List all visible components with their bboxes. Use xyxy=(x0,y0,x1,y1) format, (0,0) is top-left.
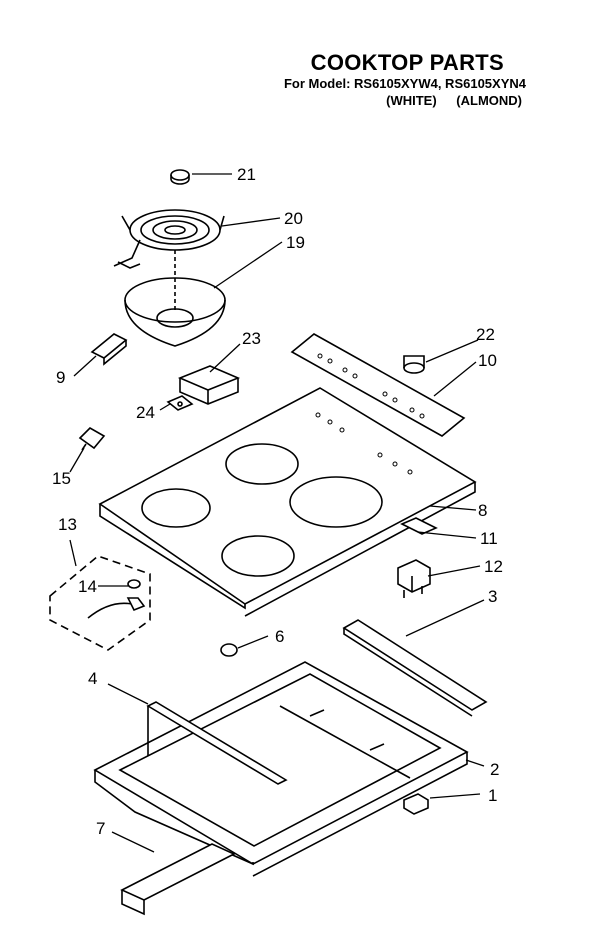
part-14-grommet xyxy=(127,579,141,589)
part-3-rear-bracket xyxy=(342,619,488,717)
part-7-lower-rail xyxy=(120,843,236,916)
part-21-cap xyxy=(170,169,190,185)
part-12-receptacle xyxy=(397,559,431,598)
callout-10: 10 xyxy=(478,351,497,370)
callout-6: 6 xyxy=(275,627,284,646)
callout-21: 21 xyxy=(237,165,256,184)
part-10-control-panel xyxy=(290,333,466,437)
part-1-bracket xyxy=(403,793,429,815)
part-19-drip-bowl xyxy=(124,250,226,347)
part-2-burner-box xyxy=(93,661,469,877)
callout-7: 7 xyxy=(96,819,105,838)
callout-2: 2 xyxy=(490,760,499,779)
part-13-harness xyxy=(49,555,151,651)
page-title: COOKTOP PARTS xyxy=(310,50,504,75)
part-8-cooktop xyxy=(98,387,477,617)
callout-20: 20 xyxy=(284,209,303,228)
callout-24: 24 xyxy=(136,403,155,422)
callout-9: 9 xyxy=(56,368,65,387)
color-variants: (WHITE) (ALMOND) xyxy=(370,93,522,108)
leader-lines xyxy=(69,173,485,853)
callout-15: 15 xyxy=(52,469,71,488)
callout-4: 4 xyxy=(88,669,97,688)
part-23-bracket xyxy=(177,365,241,405)
callout-labels: 21 20 19 9 23 24 15 22 10 8 11 12 13 14 … xyxy=(52,165,503,838)
callout-13: 13 xyxy=(58,515,77,534)
callout-1: 1 xyxy=(488,786,497,805)
variant-white: (WHITE) xyxy=(386,93,437,108)
part-22-knob xyxy=(403,355,425,374)
callout-22: 22 xyxy=(476,325,495,344)
callout-11: 11 xyxy=(480,529,498,548)
part-15-switch xyxy=(78,427,106,451)
callout-3: 3 xyxy=(488,587,497,606)
callout-19: 19 xyxy=(286,233,305,252)
callout-12: 12 xyxy=(484,557,503,576)
part-20-surface-element xyxy=(113,209,225,269)
callout-14: 14 xyxy=(78,577,97,596)
part-4-front-rail xyxy=(146,701,288,785)
part-9-terminal-block xyxy=(90,333,128,366)
part-11-bracket xyxy=(400,517,438,535)
model-line: For Model: RS6105XYW4, RS6105XYN4 xyxy=(283,76,526,91)
callout-23: 23 xyxy=(242,329,261,348)
part-24-clip xyxy=(166,395,194,411)
part-6-grommet xyxy=(220,643,238,657)
callout-8: 8 xyxy=(478,501,487,520)
variant-almond: (ALMOND) xyxy=(456,93,522,108)
